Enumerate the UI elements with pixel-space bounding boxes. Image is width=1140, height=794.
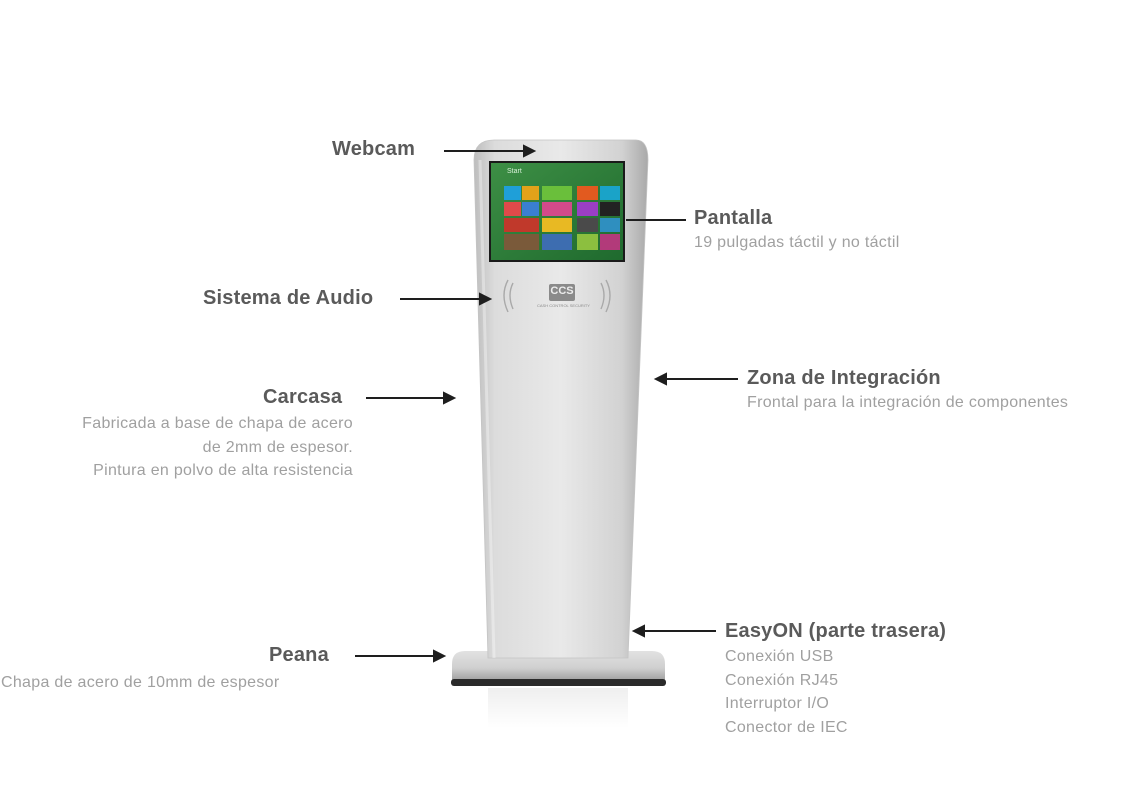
screen-header-text: Start <box>507 168 522 175</box>
callout-arrows <box>355 144 738 663</box>
desc-easyon-line-1: Conexión USB <box>725 648 834 665</box>
desc-peana: Chapa de acero de 10mm de espesor <box>1 671 280 695</box>
desc-peana-line: Chapa de acero de 10mm de espesor <box>1 674 280 691</box>
label-webcam: Webcam <box>332 138 416 160</box>
desc-zona-integracion: Frontal para la integración de component… <box>747 391 1068 415</box>
floor-reflection <box>488 688 628 728</box>
label-easyon: EasyON (parte trasera) <box>725 620 947 642</box>
desc-easyon-line-2: Conexión RJ45 <box>725 671 839 689</box>
ccs-logo-text: CCS <box>550 285 574 297</box>
desc-carcasa-line-2: de 2mm de espesor. <box>202 438 353 456</box>
label-pantalla: Pantalla <box>694 207 773 229</box>
desc-carcasa-line-1: Fabricada a base de chapa de acero <box>82 415 353 432</box>
speaker-right <box>600 279 611 313</box>
desc-pantalla: 19 pulgadas táctil y no táctil <box>694 231 900 255</box>
desc-pantalla-line: 19 pulgadas táctil y no táctil <box>694 234 900 251</box>
desc-easyon: Conexión USB Conexión RJ45 Interruptor I… <box>725 645 848 739</box>
desc-carcasa-line-3: Pintura en polvo de alta resistencia <box>93 462 353 479</box>
desc-carcasa: Fabricada a base de chapa de acero de 2m… <box>82 412 353 483</box>
ccs-logo-badge <box>549 284 575 301</box>
desc-zona-integracion-line: Frontal para la integración de component… <box>747 394 1069 411</box>
speaker-left <box>503 279 514 313</box>
desc-easyon-line-3: Interruptor I/O <box>725 695 830 712</box>
ccs-logo-subtext: CASH CONTROL SECURITY <box>537 303 590 308</box>
desc-easyon-line-4: Conector de IEC <box>725 718 848 736</box>
label-peana: Peana <box>269 644 329 666</box>
label-zona-integracion: Zona de Integración <box>747 367 941 389</box>
label-carcasa: Carcasa <box>263 386 343 408</box>
kiosk-screen <box>489 161 625 262</box>
screen-tiles <box>504 186 620 250</box>
kiosk-base <box>451 651 666 686</box>
label-sistema-audio: Sistema de Audio <box>203 287 374 309</box>
